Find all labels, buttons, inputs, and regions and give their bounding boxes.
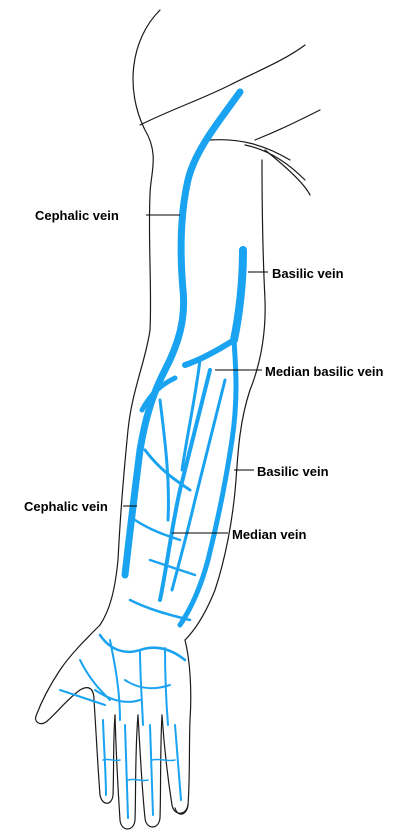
- vein-network: [60, 92, 243, 818]
- basilic-vein-upper: [234, 250, 243, 340]
- median-basilic-vein: [185, 340, 234, 365]
- label-median-basilic-vein: Median basilic vein: [265, 365, 384, 378]
- arm-outline: [36, 10, 320, 829]
- label-basilic-vein-upper: Basilic vein: [272, 267, 344, 280]
- label-cephalic-vein-lower: Cephalic vein: [24, 500, 108, 513]
- label-basilic-vein-lower: Basilic vein: [257, 465, 329, 478]
- label-cephalic-vein-upper: Cephalic vein: [35, 209, 119, 222]
- label-median-vein: Median vein: [232, 528, 306, 541]
